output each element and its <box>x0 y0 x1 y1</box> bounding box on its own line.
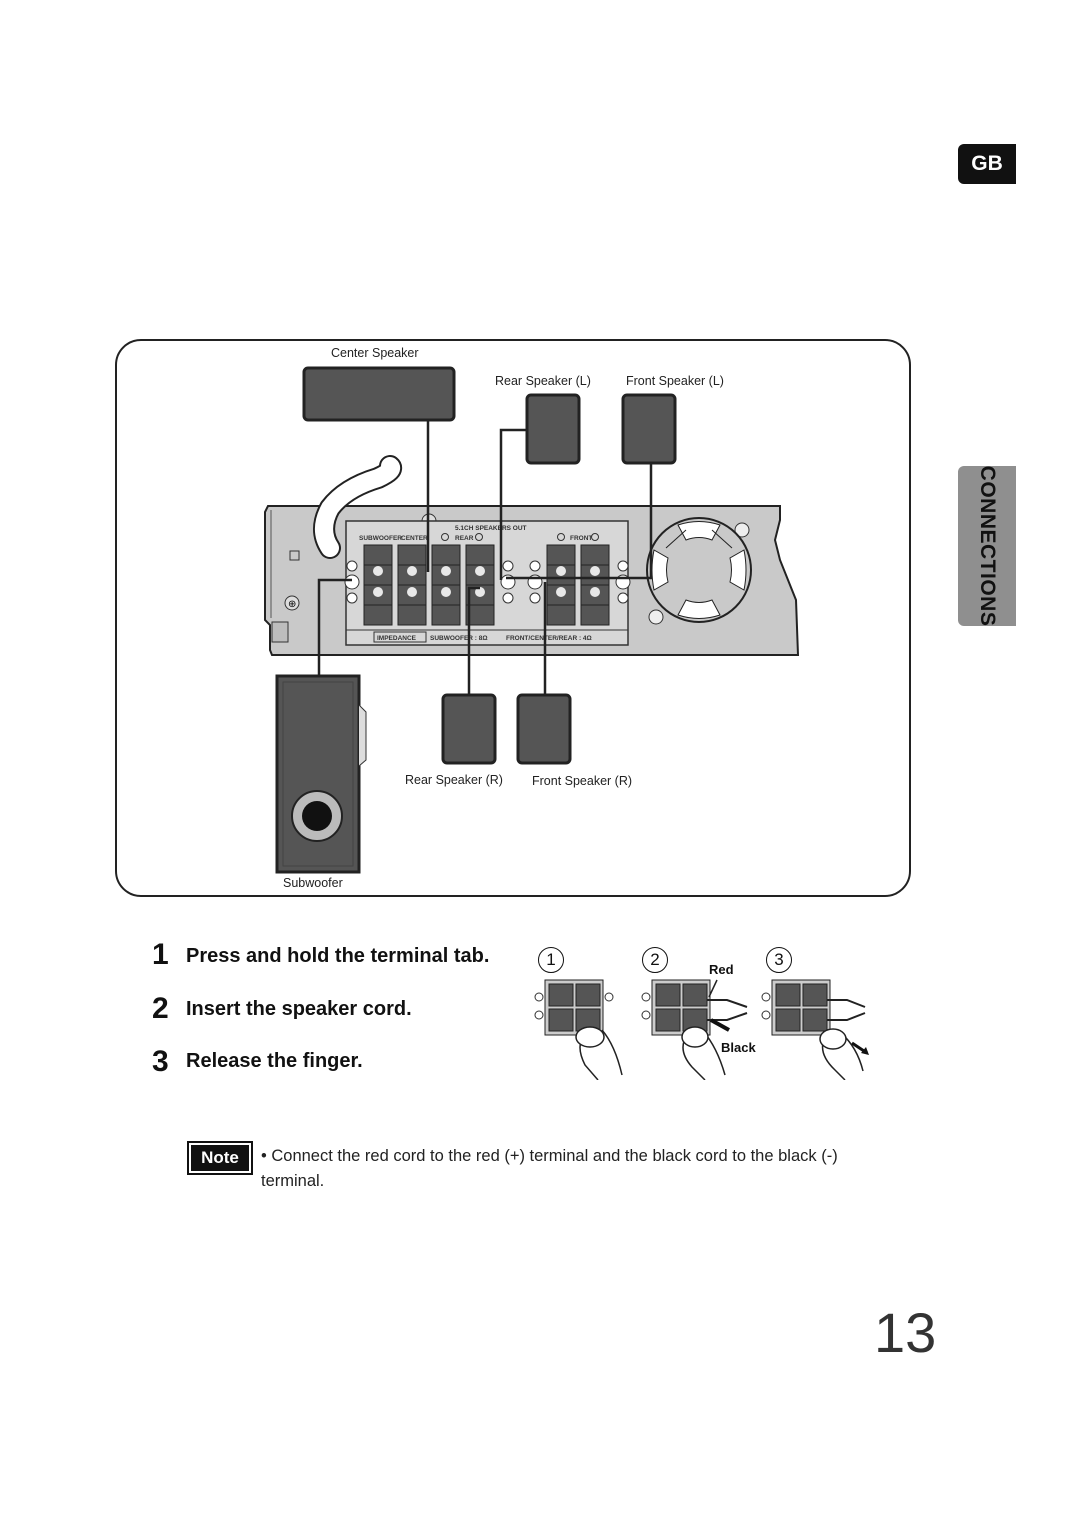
rear-speaker-r-box <box>441 693 497 765</box>
front-speaker-r-box <box>516 693 572 765</box>
black-wire-label: Black <box>721 1040 756 1055</box>
figure-marker-2: 2 <box>642 947 668 973</box>
terminal-figure-1 <box>534 979 623 1080</box>
red-wire-label: Red <box>709 962 734 977</box>
subwoofer-label: Subwoofer <box>283 876 343 890</box>
step-number-3: 3 <box>152 1045 169 1078</box>
subwoofer-unit <box>275 674 367 874</box>
svg-text:⊕: ⊕ <box>288 599 296 610</box>
section-tab: CONNECTIONS <box>958 466 1016 626</box>
note-text: • Connect the red cord to the red (+) te… <box>261 1147 838 1190</box>
panel-front-center-rear-ohm: FRONT/CENTER/REAR : 4Ω <box>506 635 592 642</box>
panel-impedance-label: IMPEDANCE <box>377 635 417 642</box>
front-speaker-r-label: Front Speaker (R) <box>532 774 633 788</box>
center-speaker-label: Center Speaker <box>331 346 419 360</box>
terminal-figure-2 <box>641 979 748 1080</box>
panel-subwoofer-ohm: SUBWOOFER : 8Ω <box>430 635 488 642</box>
panel-subwoofer-label: SUBWOOFER <box>359 535 402 542</box>
page-number: 13 <box>874 1301 937 1364</box>
front-speaker-l-box <box>621 393 677 465</box>
diagram-frame <box>115 339 911 897</box>
rear-speaker-r-label: Rear Speaker (R) <box>405 773 503 787</box>
front-speaker-l-label: Front Speaker (L) <box>626 374 724 388</box>
language-tab: GB <box>958 144 1016 184</box>
rear-speaker-l-label: Rear Speaker (L) <box>495 374 591 388</box>
center-speaker-box <box>302 366 456 422</box>
step-text-1: Press and hold the terminal tab. <box>186 945 490 967</box>
rear-speaker-l-box <box>525 393 581 465</box>
step-number-1: 1 <box>152 938 169 971</box>
figure-marker-1: 1 <box>538 947 564 973</box>
note-badge: Note <box>187 1141 253 1175</box>
note-badge-label: Note <box>191 1145 249 1171</box>
terminal-step-illustrations <box>534 979 869 1080</box>
step-number-2: 2 <box>152 992 169 1025</box>
step-text-3: Release the finger. <box>186 1050 363 1072</box>
figure-marker-3: 3 <box>766 947 792 973</box>
step-text-2: Insert the speaker cord. <box>186 998 412 1020</box>
panel-rear-label: REAR <box>455 535 474 542</box>
panel-front-label: FRONT <box>570 535 592 542</box>
receiver-back-panel: ⊕ 5.1CH SPEAKERS OUT SUBWOOFER CENTER RE… <box>264 505 800 656</box>
panel-title: 5.1CH SPEAKERS OUT <box>455 525 527 532</box>
terminal-figure-3 <box>761 979 869 1080</box>
panel-center-label: CENTER <box>401 535 428 542</box>
